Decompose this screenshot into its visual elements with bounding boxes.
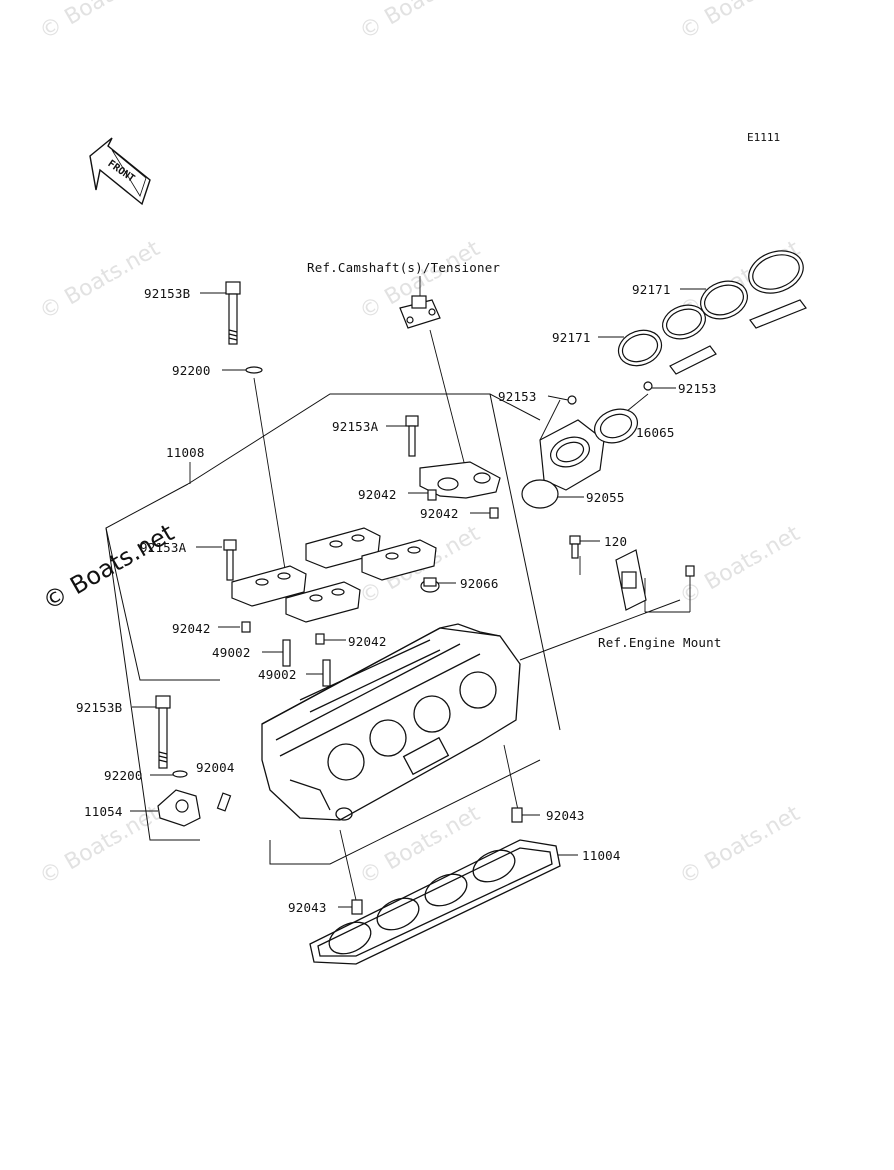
dowel-icon	[427, 489, 437, 501]
cam-cap-icon	[419, 461, 501, 499]
front-arrow-icon	[89, 137, 151, 206]
cam-cap-icon	[361, 539, 437, 581]
tensioner-bracket-icon	[399, 295, 441, 329]
part-callout: 120	[604, 534, 628, 549]
dowel-icon	[489, 507, 499, 519]
part-callout: 92153B	[144, 286, 191, 301]
assembly-outline	[105, 393, 681, 865]
bolt-92153a-icon	[223, 539, 237, 581]
o-ring-icon	[521, 479, 559, 509]
part-callout: 92153	[678, 381, 717, 396]
part-callout: 92153A	[140, 540, 187, 555]
dowel-92043-icon	[351, 899, 363, 915]
valve-guide-icon	[282, 639, 291, 667]
head-gasket-icon	[309, 839, 561, 965]
part-callout: 92066	[460, 576, 499, 591]
part-callout: 92042	[348, 634, 387, 649]
bracket-11054-icon	[157, 789, 201, 827]
part-callout: 92042	[420, 506, 459, 521]
part-callout: 49002	[212, 645, 251, 660]
part-callout: 92153A	[332, 419, 379, 434]
part-callout: 92042	[358, 487, 397, 502]
part-callout: 49002	[258, 667, 297, 682]
cam-cap-icon	[285, 581, 361, 623]
part-callout: 92200	[172, 363, 211, 378]
dowel-icon	[241, 621, 251, 633]
bolt-92153b-icon	[225, 281, 241, 345]
part-callout: 92055	[586, 490, 625, 505]
part-callout: 92042	[172, 621, 211, 636]
part-callout: 92153B	[76, 700, 123, 715]
valve-guide-icon	[322, 659, 331, 687]
part-callout: 92043	[546, 808, 585, 823]
cam-cap-icon	[231, 565, 307, 607]
washer-icon	[172, 770, 188, 778]
bolt-92153b-icon	[155, 695, 171, 769]
part-callout: 92004	[196, 760, 235, 775]
leader-lines	[130, 276, 706, 908]
bolt-92153a-icon	[405, 415, 419, 457]
intake-holder-icon	[539, 381, 653, 491]
cylinder-head-icon	[261, 623, 521, 821]
clamp-92171-icon	[617, 250, 807, 375]
part-callout: 11004	[582, 848, 621, 863]
diagram-code: E1111	[747, 131, 781, 144]
dowel-icon	[315, 633, 325, 645]
bolt-120-icon	[569, 535, 581, 559]
part-callout: 92200	[104, 768, 143, 783]
part-callout: 11054	[84, 804, 123, 819]
dowel-92043-icon	[511, 807, 523, 823]
ref-camshaft-label: Ref.Camshaft(s)/Tensioner	[307, 260, 501, 275]
part-callout: 11008	[166, 445, 205, 460]
part-callout: 92171	[632, 282, 671, 297]
part-callout: 16065	[636, 425, 675, 440]
plug-92066-icon	[420, 577, 440, 593]
washer-icon	[245, 366, 263, 374]
ref-engine-mount-label: Ref.Engine Mount	[598, 635, 722, 650]
part-callout: 92171	[552, 330, 591, 345]
part-callout: 92153	[498, 389, 537, 404]
stud-92004-icon	[216, 792, 232, 812]
part-callout: 92043	[288, 900, 327, 915]
sensor-bracket-icon	[615, 549, 695, 611]
